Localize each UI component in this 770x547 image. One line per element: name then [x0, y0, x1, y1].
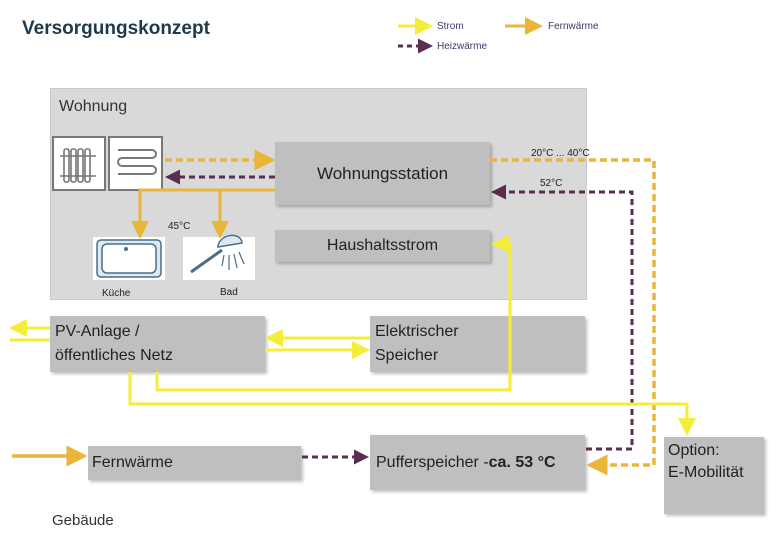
- pv-line-1: PV-Anlage /: [55, 323, 140, 340]
- legend-strom-label: Strom: [437, 21, 464, 32]
- temp-45-label: 45°C: [168, 221, 191, 232]
- shower-icon: [183, 234, 255, 280]
- fernwaerme-box: Fernwärme: [88, 446, 301, 480]
- wohnungsstation-box: Wohnungsstation: [275, 142, 490, 205]
- elektrischer-speicher-box: Elektrischer Speicher: [370, 316, 585, 372]
- wohnung-label: Wohnung: [59, 98, 128, 115]
- haushaltsstrom-label: Haushaltsstrom: [326, 237, 439, 254]
- speicher-line-2: Speicher: [375, 347, 439, 364]
- flow-fernwaerme-return: [490, 158, 656, 476]
- haushaltsstrom-box: Haushaltsstrom: [275, 230, 490, 262]
- diagram-title: Versorgungskonzept: [22, 18, 210, 39]
- flow-puffer-to-station: [491, 184, 634, 451]
- speicher-line-1: Elektrischer: [375, 323, 459, 340]
- pv-line-2: öffentliches Netz: [55, 347, 173, 364]
- pv-anlage-box: PV-Anlage / öffentliches Netz: [50, 316, 265, 372]
- pufferspeicher-box: Pufferspeicher - ca. 53 °C: [370, 435, 585, 490]
- sink-icon: [93, 237, 165, 280]
- wohnungsstation-label: Wohnungsstation: [316, 163, 449, 183]
- option-line-1: Option:: [668, 442, 720, 459]
- floor-heating-icon: [108, 136, 163, 191]
- temp-52-label: 52°C: [540, 178, 563, 189]
- legend-fernwaerme-label: Fernwärme: [548, 21, 599, 32]
- kueche-label: Küche: [102, 288, 131, 299]
- option-line-2: E-Mobilität: [668, 464, 744, 481]
- temp-range-label: 20°C ... 40°C: [531, 148, 590, 159]
- legend-heizwaerme-label: Heizwärme: [437, 41, 488, 52]
- puffer-temp: ca. 53 °C: [488, 453, 556, 471]
- flow-water-kitchen: [131, 188, 275, 239]
- option-emobilitaet-box: Option: E-Mobilität: [664, 437, 764, 514]
- flow-strom-haushalt: [155, 235, 512, 392]
- bad-label: Bad: [220, 287, 238, 298]
- puffer-prefix: Pufferspeicher -: [376, 453, 489, 471]
- gebaeude-label: Gebäude: [52, 512, 114, 529]
- flow-strom-emobilitaet: [128, 372, 696, 436]
- radiator-icon: [52, 136, 106, 191]
- fernwaerme-label: Fernwärme: [92, 454, 173, 471]
